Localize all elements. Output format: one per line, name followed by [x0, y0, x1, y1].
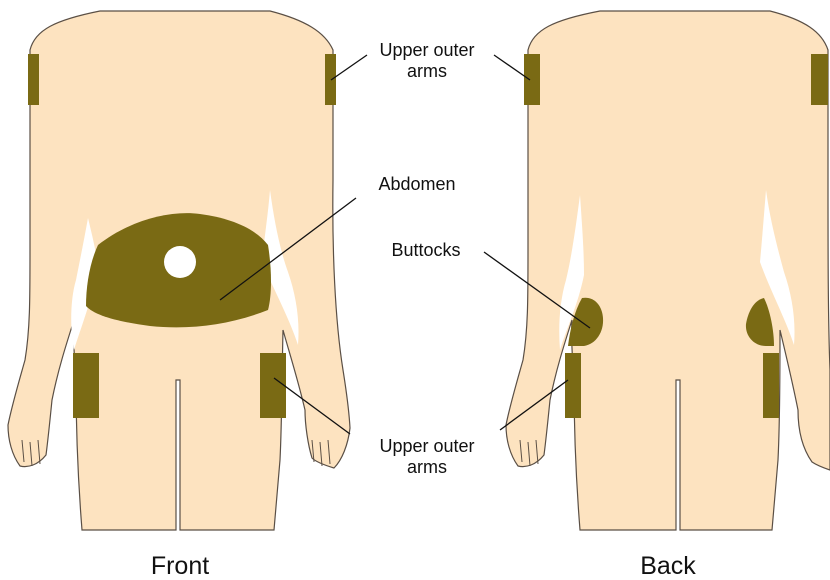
front-left-upper-arm-site [28, 54, 39, 105]
upper-outer-arms-bottom-line1: Upper outer [362, 436, 492, 457]
back-left-thigh-site [565, 353, 581, 418]
upper-outer-arms-top-line1: Upper outer [362, 40, 492, 61]
upper-outer-arms-bottom-label: Upper outer arms [362, 436, 492, 478]
front-figure [8, 11, 350, 530]
front-right-upper-arm-site [325, 54, 336, 105]
upper-outer-arms-top-line2: arms [362, 61, 492, 82]
front-right-thigh-site [260, 353, 286, 418]
upper-outer-arms-bottom-line2: arms [362, 457, 492, 478]
back-figure [506, 11, 830, 530]
back-caption: Back [618, 552, 718, 580]
back-left-upper-arm-site [524, 54, 540, 105]
back-right-thigh-site [763, 353, 779, 418]
front-left-thigh-site [73, 353, 99, 418]
upper-outer-arms-top-label: Upper outer arms [362, 40, 492, 82]
buttocks-label: Buttocks [381, 240, 471, 261]
front-caption: Front [130, 552, 230, 580]
abdomen-label: Abdomen [372, 174, 462, 195]
back-right-upper-arm-site [811, 54, 828, 105]
front-navel [164, 246, 196, 278]
